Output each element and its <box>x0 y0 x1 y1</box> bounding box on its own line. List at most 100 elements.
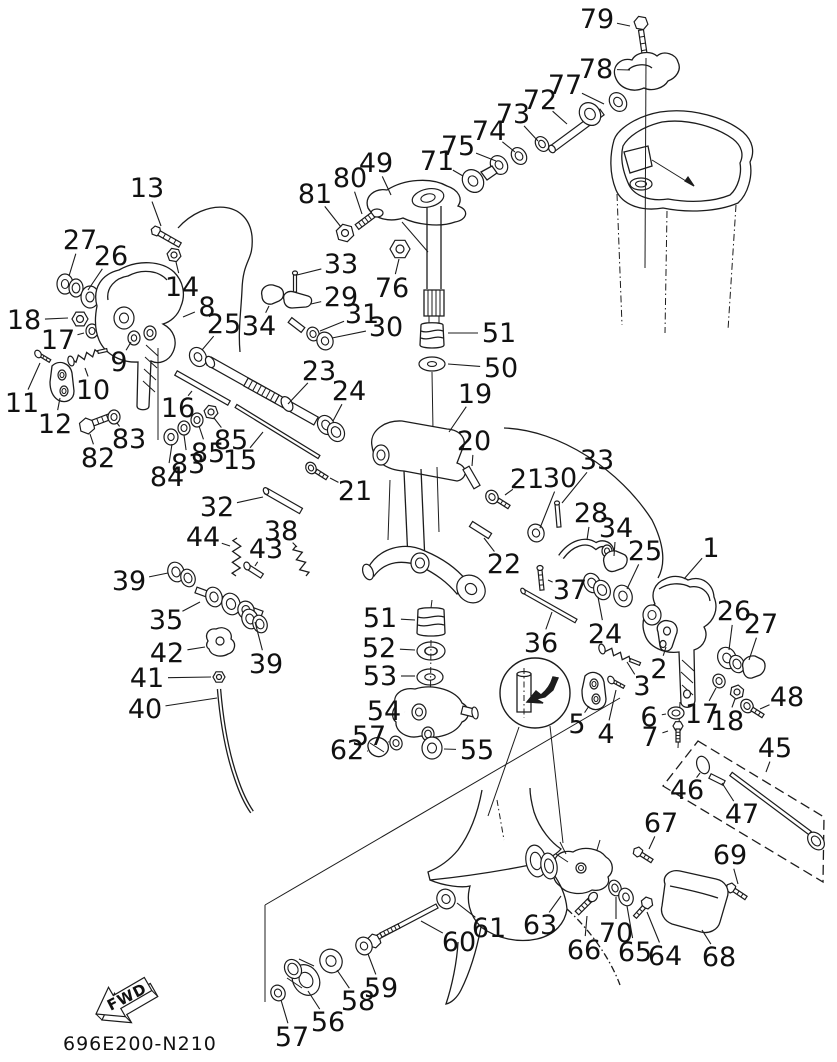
part-number-label: 4 <box>597 719 614 750</box>
leader-line <box>287 382 309 405</box>
part-latch-plate-2 <box>656 619 678 652</box>
callout-67: 67 <box>644 808 678 850</box>
part-number-label: 59 <box>364 973 398 1004</box>
callout-44: 44 <box>186 522 231 553</box>
part-cap-34-top <box>260 284 285 305</box>
part-number-label: 51 <box>482 318 516 349</box>
part-washer-53 <box>416 639 444 746</box>
callout-71: 71 <box>420 146 464 177</box>
part-cap-34-right <box>602 550 628 573</box>
part-number-label: 57 <box>275 1022 309 1053</box>
part-number-label: 73 <box>496 99 530 130</box>
leader-line <box>548 895 562 913</box>
part-rod-45 <box>728 771 825 851</box>
leader-line <box>44 317 69 320</box>
callout-4: 4 <box>597 689 617 750</box>
callout-80: 80 <box>333 163 367 215</box>
part-bushing-51-upper <box>419 322 445 349</box>
callout-83: 83 <box>112 422 146 455</box>
part-number-label: 34 <box>599 513 633 544</box>
callout-29: 29 <box>310 282 358 313</box>
leader-line <box>502 141 516 153</box>
callout-68: 68 <box>701 929 736 973</box>
part-number-label: 85 <box>191 438 225 469</box>
callout-11: 11 <box>5 362 41 419</box>
callout-45: 45 <box>758 733 792 773</box>
leader-line <box>332 403 343 422</box>
callout-69: 69 <box>713 840 747 885</box>
part-number-label: 19 <box>458 379 492 410</box>
part-number-label: 33 <box>324 249 358 280</box>
callout-34: 34 <box>242 305 276 342</box>
part-number-label: 41 <box>130 663 164 694</box>
part-number-label: 39 <box>112 566 146 597</box>
part-number-label: 67 <box>644 808 678 839</box>
part-lever-29 <box>282 290 313 334</box>
part-number-label: 13 <box>130 173 164 204</box>
leader-line <box>324 206 342 228</box>
leader-line <box>613 541 616 557</box>
part-screw-11 <box>34 349 52 364</box>
callout-84: 84 <box>150 443 184 493</box>
part-number-label: 21 <box>338 476 372 507</box>
part-number-label: 34 <box>242 311 276 342</box>
leader-line <box>662 646 667 656</box>
callout-48: 48 <box>759 682 804 713</box>
part-washer-row-84-85 <box>163 404 219 446</box>
drawing-code: 696E200-N210 <box>63 1033 217 1055</box>
part-number-label: 16 <box>161 393 195 424</box>
callout-35: 35 <box>149 601 201 636</box>
callout-24: 24 <box>588 596 622 650</box>
leader-line <box>701 929 712 945</box>
callout-70: 70 <box>599 897 633 949</box>
part-number-label: 44 <box>186 522 220 553</box>
part-shaft-23 <box>204 355 320 426</box>
part-pin-22 <box>468 520 493 540</box>
leader-line <box>626 564 640 590</box>
callout-5: 5 <box>568 705 590 740</box>
part-washer-25-right <box>613 584 633 608</box>
leader-line <box>504 488 514 496</box>
part-bushing-61 <box>436 888 456 910</box>
callout-85: 85 <box>213 417 248 456</box>
part-dashed-kit-box <box>662 740 825 884</box>
part-damper-56 <box>283 958 321 996</box>
part-number-label: 38 <box>264 516 298 547</box>
part-screw-37 <box>536 564 545 591</box>
part-number-label: 52 <box>362 633 396 664</box>
callout-81: 81 <box>298 179 342 228</box>
callout-17: 17 <box>41 325 85 356</box>
leader-line <box>683 557 703 580</box>
part-number-label: 68 <box>702 942 736 973</box>
callout-57: 57 <box>275 999 309 1053</box>
callout-33: 33 <box>296 249 358 280</box>
part-number-label: 77 <box>548 70 582 101</box>
part-number-label: 66 <box>567 935 601 966</box>
part-number-label: 31 <box>345 299 379 330</box>
part-number-label: 78 <box>579 54 613 85</box>
callout-36: 36 <box>524 611 558 659</box>
part-clamp-78 <box>613 51 680 269</box>
part-washer-65 <box>618 887 634 907</box>
leader-line <box>310 301 322 305</box>
callout-46: 46 <box>670 772 704 806</box>
part-number-label: 82 <box>81 443 115 474</box>
part-number-label: 5 <box>568 709 585 740</box>
part-number-label: 28 <box>574 498 608 529</box>
part-number-label: 42 <box>150 638 184 669</box>
leader-line <box>584 915 588 937</box>
callout-30: 30 <box>331 312 403 343</box>
leader-line <box>331 330 367 339</box>
part-number-label: 55 <box>460 735 494 766</box>
diagram-parts <box>34 15 825 1024</box>
callout-25: 25 <box>201 309 241 351</box>
callout-26: 26 <box>87 241 128 291</box>
part-bracket-42 <box>205 627 236 657</box>
leader-line <box>182 311 196 318</box>
part-number-label: 58 <box>341 986 375 1017</box>
part-washer-57-upper <box>389 735 403 751</box>
part-clamp-screw-3 <box>598 643 642 667</box>
leader-line <box>165 697 218 707</box>
leader-line <box>201 335 215 351</box>
leader-line <box>329 477 339 483</box>
